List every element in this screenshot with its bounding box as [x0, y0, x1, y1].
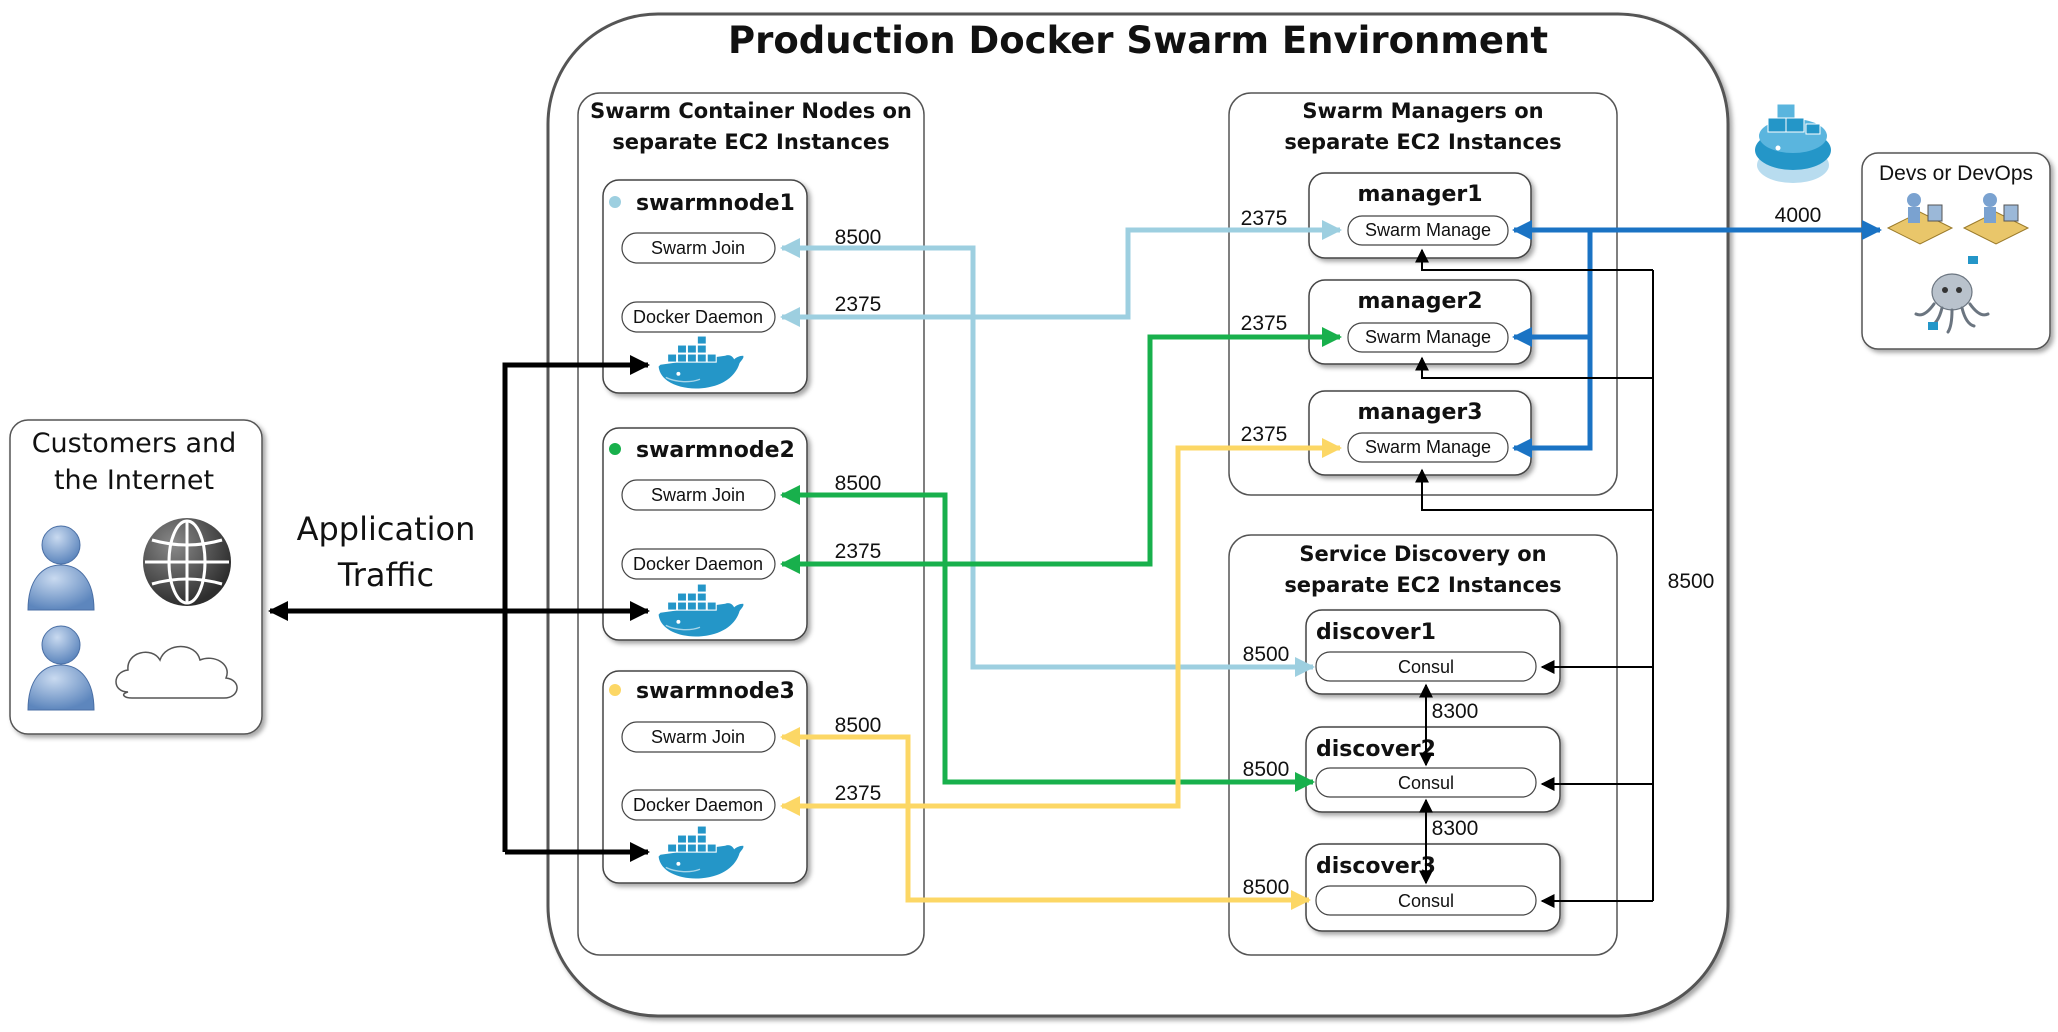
discover2-consul-label: Consul: [1398, 773, 1454, 793]
manager-discovery-links: [1415, 248, 1654, 908]
manager2-title: manager2: [1357, 289, 1482, 314]
swarmnode2-docker-daemon: [621, 548, 776, 580]
application-traffic-line2: Traffic: [337, 556, 434, 594]
diagram-title: Production Docker Swarm Environment: [728, 19, 1548, 62]
swarmnode3-docker-daemon-label: Docker Daemon: [633, 795, 763, 815]
manager2-swarm-manage: [1347, 322, 1509, 353]
globe-icon: [143, 518, 231, 606]
manager3-title: manager3: [1357, 400, 1482, 425]
customers-label-line1: Customers and: [32, 428, 237, 459]
octopus-icon: [1914, 256, 1990, 334]
port-label: 8500: [835, 472, 882, 495]
cloud-icon: [115, 645, 238, 699]
swarmnode2-title: swarmnode2: [636, 438, 795, 463]
swarmnode1-swarm-join-label: Swarm Join: [651, 238, 745, 258]
docker-swarm-logo-icon: [1755, 103, 1831, 183]
user-icon: [27, 525, 95, 611]
swarmnode1-title: swarmnode1: [636, 191, 795, 216]
swarmnode1-docker-daemon-label: Docker Daemon: [633, 307, 763, 327]
discover3-title: discover3: [1316, 854, 1436, 879]
swarmnode3-title: swarmnode3: [636, 679, 795, 704]
swarmnode1-box: swarmnode1 Swarm Join Docker Daemon: [602, 179, 808, 394]
managers-header-line2: separate EC2 Instances: [1284, 130, 1561, 154]
discover1-title: discover1: [1316, 620, 1436, 645]
port-label: 8500: [835, 714, 882, 737]
application-traffic-line1: Application: [297, 510, 476, 548]
manager1-title: manager1: [1357, 182, 1482, 207]
port-label: 2375: [1241, 207, 1288, 230]
swarmnode2-swarm-join-label: Swarm Join: [651, 485, 745, 505]
devops-manager-links: [1512, 220, 1882, 458]
developer-workstation-icon: [1886, 193, 1954, 245]
discover2-title: discover2: [1316, 737, 1436, 762]
port-label: 8300: [1432, 700, 1479, 723]
port-label: 2375: [1241, 312, 1288, 335]
swarmnode3-links: [780, 438, 1342, 910]
port-label: 2375: [1241, 423, 1288, 446]
devops-label: Devs or DevOps: [1879, 162, 2033, 185]
port-label: 8300: [1432, 817, 1479, 840]
user-icon: [27, 625, 95, 711]
swarmnode3-box: swarmnode3 Swarm Join Docker Daemon: [602, 670, 808, 884]
discovery-header-line1: Service Discovery on: [1299, 542, 1546, 566]
port-label: 2375: [835, 293, 882, 316]
discovery-header-line2: separate EC2 Instances: [1284, 573, 1561, 597]
swarmnode3-swarm-join-label: Swarm Join: [651, 727, 745, 747]
port-label: 8500: [1668, 570, 1715, 593]
manager2-box: manager2 Swarm Manage: [1308, 279, 1532, 365]
port-label: 4000: [1775, 204, 1822, 227]
swarmnode2-box: swarmnode2 Swarm Join Docker Daemon: [602, 427, 808, 641]
application-traffic-arrows: [268, 355, 650, 862]
swarmnode1-swarm-join: [621, 232, 776, 264]
discover1-box: discover1 Consul: [1305, 609, 1561, 695]
port-label: 2375: [835, 540, 882, 563]
port-label: 8500: [835, 226, 882, 249]
manager3-swarm-manage-label: Swarm Manage: [1365, 437, 1491, 457]
swarmnode1-docker-daemon: [621, 301, 776, 333]
customers-label-line2: the Internet: [54, 465, 214, 496]
swarmnode2-docker-daemon-label: Docker Daemon: [633, 554, 763, 574]
discover3-box: discover3 Consul: [1305, 843, 1561, 932]
port-label: 2375: [835, 782, 882, 805]
container-nodes-header-line2: separate EC2 Instances: [612, 130, 889, 154]
swarmnode3-docker-daemon: [621, 789, 776, 821]
customers-box: Customers and the Internet: [9, 419, 263, 735]
manager1-swarm-manage-label: Swarm Manage: [1365, 220, 1491, 240]
port-label: 8500: [1243, 876, 1290, 899]
swarmnode1-dot: [609, 196, 621, 208]
port-label: 8500: [1243, 643, 1290, 666]
discover2-box: discover2 Consul: [1305, 726, 1561, 813]
manager3-box: manager3 Swarm Manage: [1308, 390, 1532, 476]
discover3-consul: [1315, 885, 1537, 916]
port-label: 8500: [1243, 758, 1290, 781]
swarmnode3-dot: [609, 684, 621, 696]
swarmnode2-swarm-join: [621, 479, 776, 511]
container-nodes-header-line1: Swarm Container Nodes on: [590, 99, 912, 123]
discover1-consul-label: Consul: [1398, 657, 1454, 677]
manager1-box: manager1 Swarm Manage: [1308, 172, 1532, 259]
developer-workstation-icon: [1962, 193, 2030, 245]
manager2-swarm-manage-label: Swarm Manage: [1365, 327, 1491, 347]
swarmnode2-dot: [609, 443, 621, 455]
swarmnode3-swarm-join: [621, 721, 776, 753]
devops-box: Devs or DevOps: [1861, 152, 2051, 350]
manager1-swarm-manage: [1347, 215, 1509, 246]
discover3-consul-label: Consul: [1398, 891, 1454, 911]
managers-header-line1: Swarm Managers on: [1302, 99, 1543, 123]
manager3-swarm-manage: [1347, 432, 1509, 463]
